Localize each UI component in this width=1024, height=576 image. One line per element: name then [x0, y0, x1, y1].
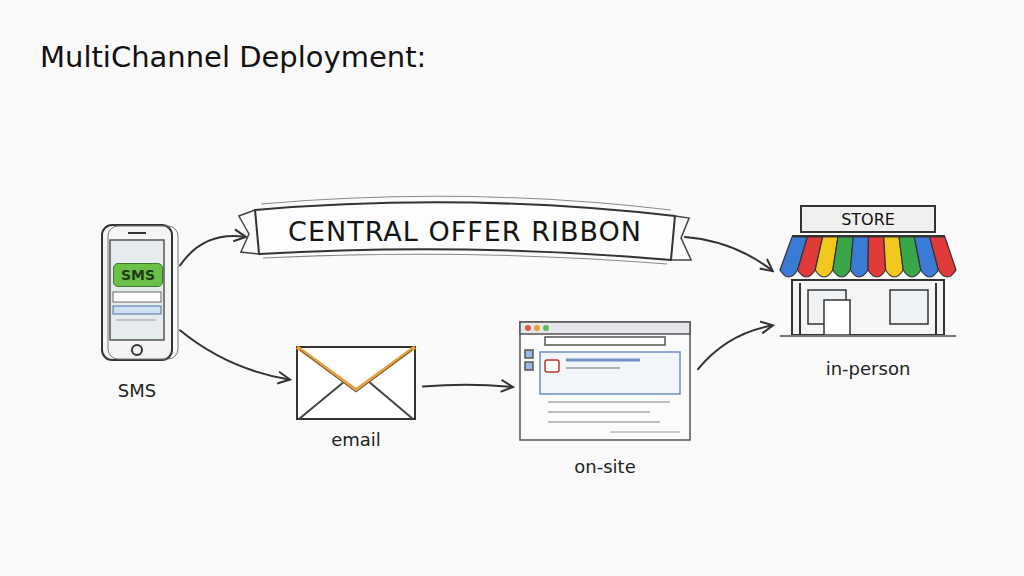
email-node: email [297, 347, 415, 419]
offer-ribbon: CENTRAL OFFER RIBBON [253, 196, 677, 262]
node-caption: SMS [118, 380, 156, 401]
diagram-title: MultiChannel Deployment: [40, 40, 426, 74]
ribbon-shape [255, 202, 675, 260]
sms-bubble: SMS [113, 263, 163, 287]
envelope-illustration [297, 347, 415, 419]
awning-stripe [833, 237, 853, 277]
text-holder: SMS [114, 264, 162, 286]
awning-stripe [930, 237, 956, 277]
flow-arrow [423, 385, 512, 387]
flow-arrow [698, 326, 772, 370]
phone-illustration [102, 225, 178, 360]
store-sign: STORE [800, 205, 936, 233]
ribbon-tails [239, 210, 691, 260]
phone-node: SMSSMS [102, 225, 172, 360]
node-caption: on-site [574, 456, 635, 477]
node-caption: in-person [826, 358, 911, 379]
ribbon-sketch [261, 196, 671, 264]
node-label: CENTRAL OFFER RIBBON [288, 216, 642, 247]
node-label: STORE [841, 210, 895, 229]
awning-stripe [850, 237, 868, 277]
node-caption: email [331, 429, 381, 450]
flow-arrow [180, 330, 289, 379]
text-holder: STORE [802, 207, 934, 231]
onsite-node: on-site [520, 322, 690, 440]
flow-arrow [180, 236, 245, 265]
browser-illustration [520, 322, 690, 440]
text-holder: CENTRAL OFFER RIBBON [253, 196, 677, 262]
awning-stripe [868, 237, 886, 277]
store-illustration [780, 236, 956, 336]
node-label: SMS [121, 267, 155, 283]
store-node: in-personSTORE [780, 205, 956, 336]
flow-arrow [685, 237, 772, 271]
